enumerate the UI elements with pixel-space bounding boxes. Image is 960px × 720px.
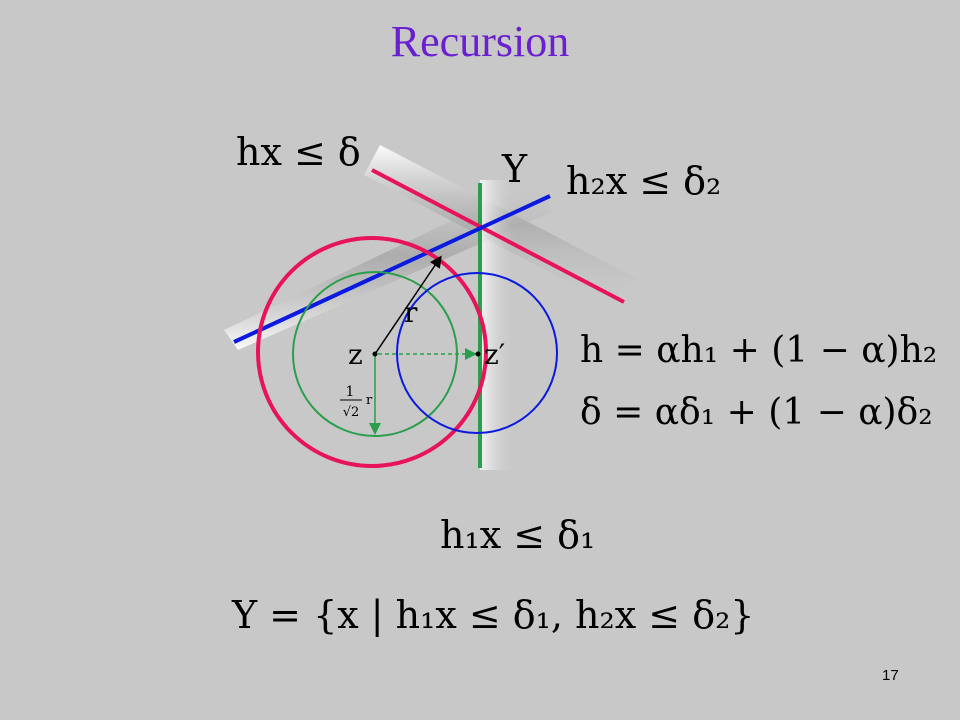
label-z: z	[348, 338, 363, 371]
big-red-circle	[256, 236, 488, 468]
label-Y: Y	[501, 147, 528, 191]
equation-h: h = αh₁ + (1 − α)h₂	[580, 330, 937, 371]
blue-circle	[396, 272, 558, 434]
page-number: 17	[882, 667, 899, 684]
equation-Y-set: Y = {x | h₁x ≤ δ₁, h₂x ≤ δ₂}	[231, 593, 754, 637]
label-zprime: z′	[484, 338, 505, 371]
blue-hyperplane	[233, 194, 551, 344]
slide-title: Recursion	[391, 17, 569, 66]
label-h1x: h₁x ≤ δ₁	[440, 513, 595, 557]
label-h2x: h₂x ≤ δ₂	[566, 159, 721, 203]
red-hyperplane	[371, 168, 625, 304]
frac-denominator: √2	[343, 405, 360, 420]
point-z	[372, 351, 378, 357]
radius-arrow	[374, 255, 442, 355]
point-zprime	[475, 351, 481, 357]
label-r: r	[404, 296, 418, 329]
frac-r: r	[366, 393, 373, 408]
equation-delta: δ = αδ₁ + (1 − α)δ₂	[580, 392, 933, 433]
label-hx: hx ≤ δ	[236, 130, 361, 174]
frac-numerator: 1	[346, 384, 355, 400]
